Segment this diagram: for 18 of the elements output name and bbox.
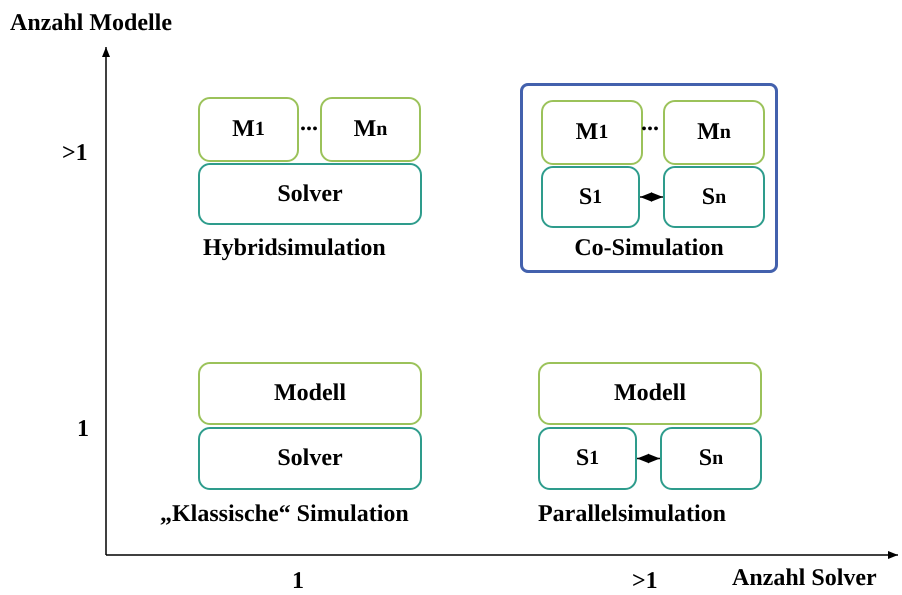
group-frame bbox=[520, 83, 778, 273]
double-arrow bbox=[637, 454, 660, 464]
axis-title: Anzahl Modelle bbox=[10, 10, 172, 37]
tick-label: >1 bbox=[62, 140, 88, 167]
model-box: Modell bbox=[198, 362, 422, 425]
ellipsis: ... bbox=[300, 110, 318, 137]
group-title: Co-Simulation bbox=[574, 235, 724, 262]
tick-label: >1 bbox=[632, 568, 658, 595]
caption: Hybridsimulation bbox=[203, 235, 386, 262]
solver-box: Solver bbox=[198, 427, 422, 490]
solver-box: Solver bbox=[198, 163, 422, 225]
model-box: Modell bbox=[538, 362, 762, 425]
double-arrow bbox=[640, 192, 663, 202]
tick-label: 1 bbox=[292, 568, 304, 595]
caption: „Klassische“ Simulation bbox=[160, 501, 409, 528]
tick-label: 1 bbox=[77, 416, 89, 443]
axis-title: Anzahl Solver bbox=[732, 565, 877, 592]
caption: Parallelsimulation bbox=[538, 501, 726, 528]
